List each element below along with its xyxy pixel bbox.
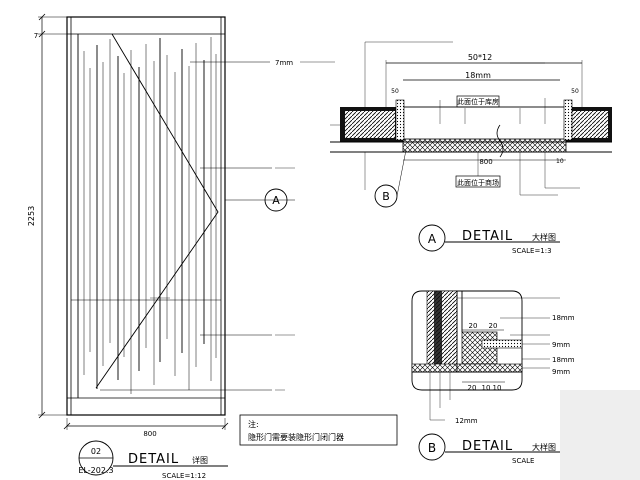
dim-b-10b: 10 [493,384,502,392]
label-storage-side: 此面位于库房 [457,97,499,106]
dim-b-20b: 20 [489,322,498,330]
label-b-12mm: 12mm [455,417,478,425]
detail-number: 02 [91,447,101,456]
detail-a-letter: A [428,232,437,246]
dim-b-20c: 20 [468,384,477,392]
detail-cn: 详图 [192,455,208,465]
wood-grain-lines [77,34,217,398]
door-panel-section [402,138,567,153]
dim-height: 2253 [27,206,36,226]
detail-a-word: DETAIL [462,229,513,244]
watermark-smudge [560,390,640,480]
dim-b-10a: 10 [482,384,491,392]
dim-top-7: 7 [34,32,38,40]
label-7mm-panel: 7mm [275,59,293,67]
label-b-9mm-1: 9mm [552,341,570,349]
note-text: 隐形门需要装隐形门闭门器 [248,432,344,442]
detail-b-word: DETAIL [462,439,513,454]
label-b-18mm: 18mm [552,314,575,322]
detail-a-section: 50*12 18mm 50 50 20 此面位于库房 800 10 [330,41,612,255]
label-b-9mm-2: 9mm [552,368,570,376]
dim-50-right: 50 [571,88,579,95]
door-swing-indicator [95,33,219,389]
dim-800: 800 [479,158,492,166]
callout-a-bubble[interactable]: A [225,188,295,212]
dim-18mm: 18mm [465,71,491,80]
note-box: 注: 隐形门需要装隐形门闭门器 [239,414,398,446]
door-elevation: 7 2253 800 7mm [27,13,335,438]
svg-text:B: B [382,190,390,203]
note-head: 注: [248,419,259,429]
detail-reference: EL-202.3 [78,466,113,475]
detail-b-cn: 大样图 [532,442,556,452]
detail-b-scale: SCALE [512,457,534,465]
dim-50-left: 50 [391,88,399,95]
svg-text:A: A [272,194,280,207]
door-outline [66,16,226,416]
dim-10: 10 [556,158,564,165]
detail-scale: SCALE=1:12 [162,472,206,480]
detail-a-scale: SCALE=1:3 [512,247,552,255]
dim-b-20a: 20 [469,322,478,330]
callout-b-bubble[interactable]: B [374,184,398,208]
dim-50x12: 50*12 [468,53,492,62]
detail-word: DETAIL [128,452,179,467]
detail-b-letter: B [428,441,436,455]
label-b-18mm-2: 18mm [552,356,575,364]
detail-b-section: 20 20 20 10 10 18mm 9mm 18mm 9mm 12mm B … [411,290,575,465]
label-mall-side: 此面位于商场 [457,178,499,187]
detail-a-cn: 大样图 [532,232,556,242]
elevation-title-block: 02 EL-202.3 DETAIL 详图 SCALE=1:12 [78,440,228,480]
dim-width: 800 [143,430,156,438]
